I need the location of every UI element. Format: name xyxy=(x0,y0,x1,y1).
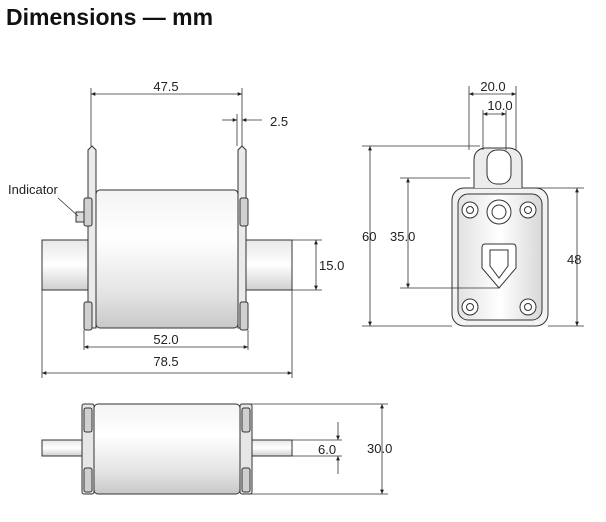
dim-side-width: 20.0 xyxy=(480,79,505,94)
dim-body-width: 52.0 xyxy=(153,332,178,347)
dim-overall-height: 60 xyxy=(362,229,376,244)
dim-contact-height: 15.0 xyxy=(319,258,344,273)
bottom-view xyxy=(41,403,388,495)
dim-overall-length: 78.5 xyxy=(153,354,178,369)
indicator-pin xyxy=(75,211,85,223)
dim-hole-spacing: 35.0 xyxy=(390,229,415,244)
left-end-plate xyxy=(87,145,97,329)
left-blade xyxy=(41,239,95,291)
fuse-body xyxy=(95,189,239,329)
indicator-label: Indicator xyxy=(8,182,59,197)
dim-slot-width: 10.0 xyxy=(487,98,512,113)
right-end-plate xyxy=(237,145,247,329)
side-view xyxy=(362,86,584,327)
bottom-body xyxy=(93,403,241,495)
right-blade xyxy=(239,239,293,291)
front-view xyxy=(41,88,322,378)
dim-body-height: 48 xyxy=(567,252,581,267)
dim-top-width: 47.5 xyxy=(153,79,178,94)
dim-body-depth: 30.0 xyxy=(367,441,392,456)
dim-blade-thickness: 2.5 xyxy=(270,114,288,129)
dim-contact-thickness: 6.0 xyxy=(318,442,336,457)
page-title: Dimensions — mm xyxy=(6,4,214,30)
